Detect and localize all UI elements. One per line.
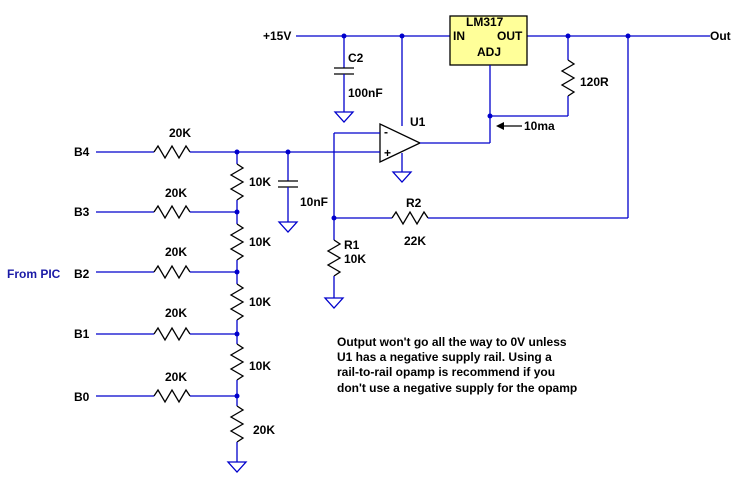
note-line-2: U1 has a negative supply rail. Using a [337,350,552,364]
note-line-1: Output won't go all the way to 0V unless [337,335,567,349]
output-junction [625,33,631,39]
input-b0-branch [96,388,237,404]
input-b4-branch [96,144,380,160]
shunt-1-value: 10K [249,175,271,189]
regulator-pin-in: IN [453,29,465,43]
shunt-2-value: 10K [249,235,271,249]
r120-junction [565,33,571,39]
r2-ref: R2 [406,196,422,210]
opamp-u1 [333,122,491,218]
c2-junction [341,33,347,39]
shunt-bottom-value: 20K [253,423,275,437]
regulator-pin-adj: ADJ [477,45,501,59]
input-b2-branch [96,264,237,280]
regulator-name: LM317 [466,15,504,29]
input-b0-label: B0 [74,390,90,404]
input-b2-label: B2 [74,267,90,281]
lm317-regulator [449,15,528,66]
input-b3-branch [96,204,237,220]
node-b0 [234,393,240,399]
series-b2-value: 20K [165,245,187,259]
adj-junction [487,113,493,119]
input-b4-label: B4 [74,145,90,159]
input-b1-label: B1 [74,327,90,341]
shunt-4-value: 10K [249,359,271,373]
filter-cap-value: 10nF [300,195,328,209]
opamp-supply-junction [399,33,405,39]
regulator-body [449,15,528,66]
opamp-ref: U1 [410,115,426,129]
r2-value: 22K [404,234,426,248]
r1-ref: R1 [344,238,360,252]
resistor-120r [489,36,576,140]
c2-capacitor [333,36,355,123]
feedback-junction [331,215,337,221]
r120-value: 120R [580,75,609,89]
note-line-4: don't use a negative supply for the opam… [337,381,577,395]
r1-value: 10K [344,252,366,266]
node-b3 [234,209,240,215]
series-b4-value: 20K [169,126,191,140]
regulator-pin-out: OUT [497,29,523,43]
ladder-shunt-chain [226,152,248,473]
input-b1-branch [96,326,237,342]
output-label: Out [710,29,731,43]
feedback-network [323,36,629,309]
series-b1-value: 20K [165,306,187,320]
from-pic-label: From PIC [7,267,61,281]
opamp-plus-label: + [384,146,391,160]
supply-label: +15V [263,29,291,43]
c2-ref: C2 [348,51,364,65]
shunt-3-value: 10K [249,295,271,309]
filter-capacitor [277,152,299,233]
node-b2 [234,269,240,275]
opamp-minus-label: - [384,125,388,139]
input-b3-label: B3 [74,205,90,219]
current-label: 10ma [524,119,555,133]
current-arrow [496,122,522,130]
series-b3-value: 20K [165,186,187,200]
series-b0-value: 20K [165,370,187,384]
node-b1 [234,331,240,337]
c2-value: 100nF [348,86,383,100]
note-line-3: rail-to-rail opamp is recommend if you [337,365,555,379]
